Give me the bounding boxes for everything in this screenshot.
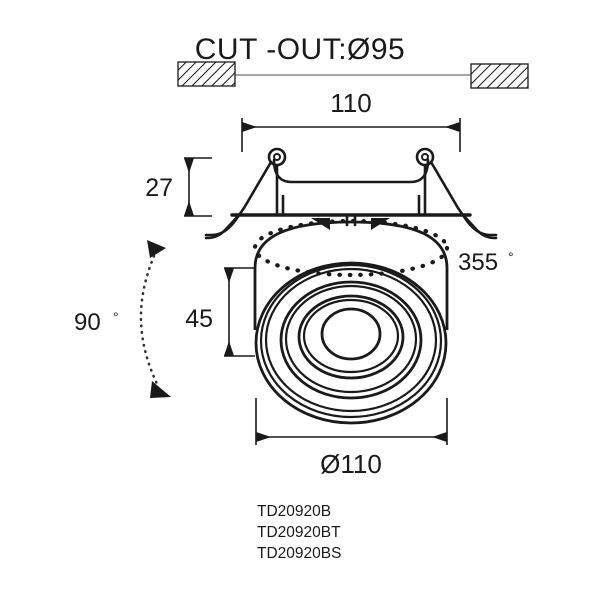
rotation-annotation: 355 ° xyxy=(458,249,514,276)
tilt-arrow-bottom xyxy=(150,381,171,398)
ceiling-section-right xyxy=(470,63,529,89)
lamp-body-cylinder xyxy=(253,220,449,425)
dimension-face-diameter-label: Ø110 xyxy=(320,449,382,479)
face-ring-3 xyxy=(264,267,438,413)
dimension-body-height-label: 45 xyxy=(185,305,213,333)
rotation-label: 355 xyxy=(458,249,498,276)
face-ring-2 xyxy=(259,263,443,419)
model-number-item: TD20920B xyxy=(257,503,331,520)
dimension-body-height: 45 xyxy=(185,267,255,357)
tilt-arrow-top xyxy=(147,240,166,258)
face-ring-outer xyxy=(254,261,448,425)
spring-clip-left xyxy=(204,147,287,240)
rotation-path-ellipse xyxy=(252,218,450,278)
model-number-item: TD20920BS xyxy=(257,545,341,562)
model-number-item: TD20920BT xyxy=(257,524,341,541)
tilt-arc xyxy=(139,254,160,388)
reflector-ring-inner xyxy=(302,298,400,374)
spring-pivot-hole-left xyxy=(273,153,281,161)
dimension-outer-width-label: 110 xyxy=(330,88,371,118)
spring-tail-right xyxy=(462,214,498,240)
tilt-degree-mark: ° xyxy=(113,309,119,325)
ceiling-section-left xyxy=(177,61,236,87)
spring-arm-right xyxy=(429,160,498,237)
dimension-recess-depth-label: 27 xyxy=(145,174,173,202)
spring-arm-left xyxy=(204,160,273,237)
tilt-label: 90 xyxy=(74,309,101,336)
lens-aperture xyxy=(320,307,382,361)
spring-tail-left xyxy=(204,214,240,240)
spring-clip-right xyxy=(415,147,498,240)
model-number-list: TD20920B TD20920BT TD20920BS xyxy=(257,503,341,562)
ceiling-section xyxy=(177,61,529,89)
spring-pivot-hole-right xyxy=(421,153,429,161)
tilt-annotation: 90 ° xyxy=(74,240,171,398)
rotation-degree-mark: ° xyxy=(508,249,514,265)
gimbal-ring-inner xyxy=(284,284,418,394)
body-outline xyxy=(253,220,449,330)
gimbal-ring-outer xyxy=(279,280,423,400)
trim-spring-assembly xyxy=(204,147,498,240)
housing-top-profile xyxy=(272,158,430,184)
dimension-outer-width: 110 xyxy=(241,88,461,152)
cutout-title: CUT -OUT:Ø95 xyxy=(195,33,405,66)
dimension-recess-depth: 27 xyxy=(145,157,212,217)
reflector-ring xyxy=(297,294,405,380)
dimension-face-diameter: Ø110 xyxy=(255,398,448,479)
